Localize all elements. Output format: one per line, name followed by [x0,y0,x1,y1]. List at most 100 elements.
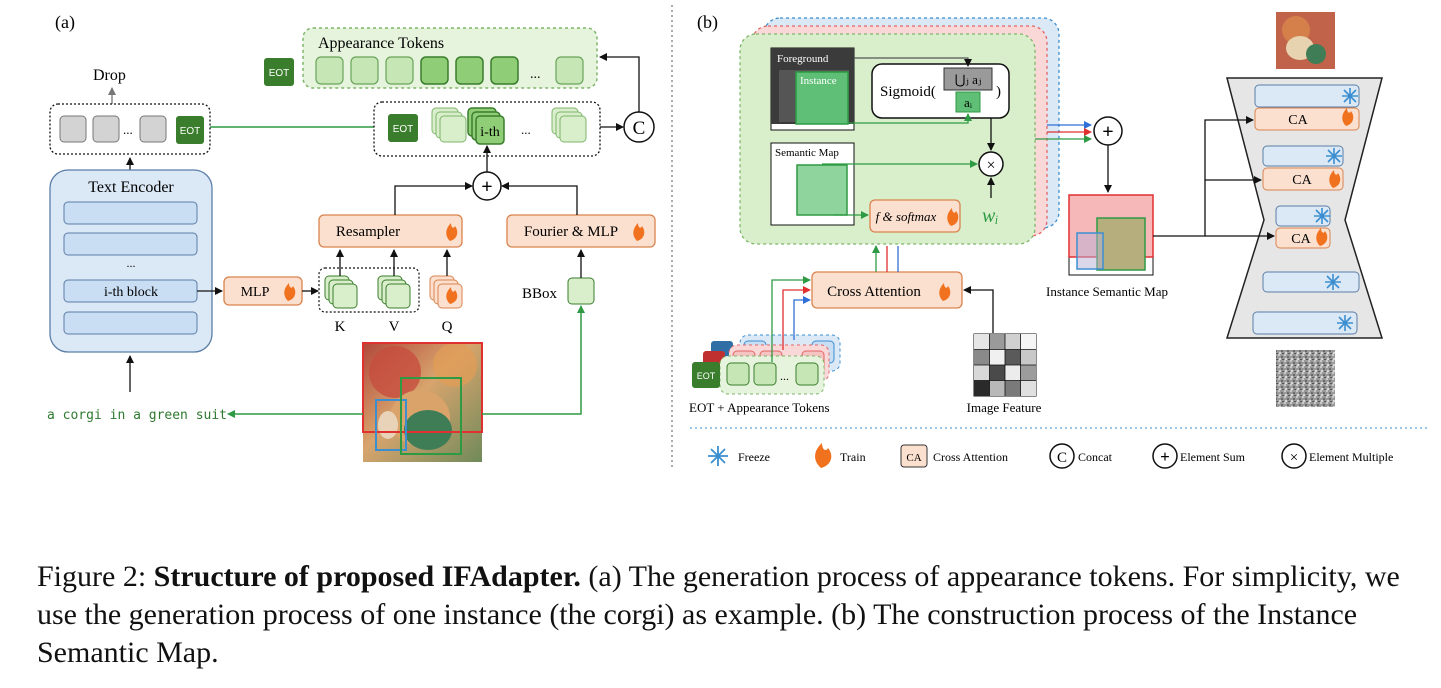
ai-label: aᵢ [964,95,973,110]
multiply-operator [978,151,1004,177]
instance-semantic-map [1068,194,1154,276]
eot-token-appearance [264,58,294,86]
bbox-label: BBox [522,286,558,302]
image-to-bbox-arrow [482,305,585,415]
gray-token [59,115,87,143]
concat-legend-icon-label: C [1057,450,1067,466]
ith-block-label: i-th block [104,285,158,300]
legend-freeze: Freeze [738,450,770,464]
instance-to-ai-arrow [848,113,972,124]
stacked-token-1 [431,107,467,143]
eot-token-appearance-label: EOT [269,68,290,79]
appearance-token [350,56,379,85]
k-label: K [335,319,346,335]
multiply-operator-label: × [986,157,995,174]
eot-token-concat-label: EOT [393,124,414,135]
encoder-block [63,201,198,225]
foreground-map [770,47,855,131]
gray-token [139,115,167,143]
concat-to-appearance-arrow [599,53,640,112]
appearance-token [555,56,584,85]
softmax-label: f & softmax [876,209,937,224]
semantic-map-label: Semantic Map [775,147,839,159]
sum-operator-b-label: + [1102,121,1113,143]
sum-legend-icon-label: + [1160,447,1170,466]
tokens-red-to-ca [782,286,811,350]
foreground-label: Foreground [777,53,829,65]
legend-concat: Concat [1078,450,1113,464]
tokens-green-to-ca [771,276,811,362]
gray-ellipsis: ... [123,122,133,137]
legend-element-multiple: Element Multiple [1309,450,1393,464]
appearance-tokens-title: Appearance Tokens [318,35,444,52]
semantic-map-instance [796,164,848,216]
output-image [1276,12,1335,69]
resampler-label: Resampler [336,224,400,240]
encoder-output-group [49,103,211,155]
caption-bold: Structure of proposed IFAdapter. [153,560,581,593]
ca-legend-icon-label: CA [906,452,921,464]
ca-label-1: CA [1288,113,1308,128]
tokens-ellipsis-b: ... [780,369,789,383]
ith-token-label: i-th [480,125,499,140]
concat-operator-label: C [633,118,646,139]
gray-token [92,115,120,143]
figure-caption: Figure 2: Structure of proposed IFAdapte… [37,558,1427,672]
encoder-block [63,232,198,256]
mlp-label: MLP [241,285,270,300]
eot-token-b-label: EOT [697,371,716,381]
text-encoder-title: Text Encoder [88,179,174,196]
cross-attention-train-icon [939,283,951,301]
unet-freeze-icons [1314,88,1358,331]
ism-to-ca1 [1153,116,1254,237]
fourier-train-icon [633,223,645,241]
noise-image [1276,350,1335,407]
sigmoid-close: ) [996,84,1001,100]
panel-a-label: (a) [55,12,75,33]
encoder-ellipsis: ... [127,256,136,270]
unet-blocks [1252,84,1360,335]
caption-text: (a) The generation process of appearance… [37,560,1400,669]
fourier-to-sum-arrow [501,182,578,215]
drop-label: Drop [93,67,126,84]
eot-appearance-tokens-label: EOT + Appearance Tokens [689,400,830,415]
mlp-train-icon [284,283,296,301]
resampler-train-icon [446,223,458,241]
fourier-mlp-label: Fourier & MLP [524,224,618,240]
cross-attention-label: Cross Attention [827,284,921,300]
eot-token-encoder-label: EOT [180,126,201,137]
figure-diagram: (a) Appearance Tokens EOT ... Drop ... E… [47,5,1430,469]
caption-prefix: Figure 2: [37,560,154,593]
panel-b-label: (b) [697,12,718,33]
resampler-box [318,214,463,248]
softmax-box [869,199,961,233]
ai-box [955,91,981,113]
mult-legend-icon-label: × [1290,450,1298,466]
foreground-to-union-arrow [854,57,972,67]
v-label: V [389,319,400,335]
ca-label-2: CA [1292,173,1312,188]
bbox-token [567,277,595,305]
appearance-token-row: ... [315,56,584,85]
appearance-ellipsis: ... [530,67,541,82]
image-feature-label: Image Feature [967,400,1042,415]
union-box [943,67,993,91]
encoder-block [63,311,198,335]
stacked-token-2 [551,107,587,143]
concat-legend-icon [1049,443,1075,469]
resampler-to-sum-arrow [394,182,473,215]
appearance-token [315,56,344,85]
q-label: Q [442,319,453,335]
v-tokens [377,275,411,309]
appearance-token [490,56,519,85]
image-feature-grid [973,333,1037,397]
tokens-blue-to-ca [793,296,811,340]
appearance-token [455,56,484,85]
prompt-text: a corgi in a green suit [47,408,227,423]
sigmoid-label: Sigmoid( [880,84,936,100]
freeze-icon [708,446,728,466]
sum-operator-a-label: + [481,176,492,198]
union-label: ⋃ⱼ aⱼ [955,72,982,87]
token-stack-green [692,355,825,395]
stacked-token-ith [467,107,505,145]
